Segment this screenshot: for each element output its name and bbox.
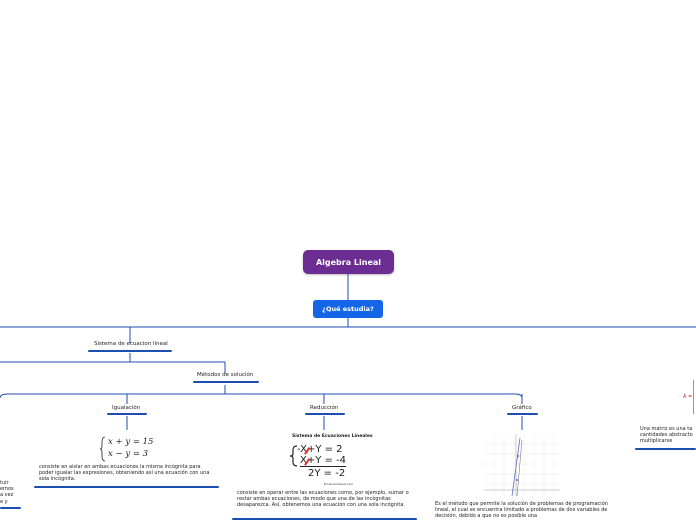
brace-icon — [99, 436, 106, 462]
igualacion-equation-image: x + y = 15 x − y = 3 — [99, 436, 160, 462]
igualacion-description: consiste en aislar en ambas ecuaciones l… — [39, 464, 210, 483]
left-fragment-underline — [0, 507, 21, 509]
igualacion-underline — [107, 413, 147, 415]
left-fragment-text: tuir emos a vez e y — [0, 480, 20, 505]
sum-line — [300, 466, 346, 467]
reduccion-node[interactable]: Reducción — [310, 405, 338, 411]
grafico-label: Gráfico — [512, 405, 532, 411]
question-label: ¿Qué estudia? — [322, 305, 374, 313]
grafico-node[interactable]: Gráfico — [512, 405, 532, 411]
reduccion-underline — [305, 413, 345, 415]
matrix-desc-underline — [635, 448, 696, 450]
igualacion-node[interactable]: Igualación — [112, 405, 140, 411]
left-fragment-line: tuir — [0, 480, 9, 486]
topic-systems-underline — [88, 350, 172, 352]
igualacion-desc-underline — [34, 486, 219, 488]
reduccion-image-title: Sistema de Ecuaciones Lineales — [292, 434, 373, 439]
methods-node[interactable]: Métodos de solución — [197, 372, 253, 378]
reduccion-label: Reducción — [310, 405, 339, 411]
igualacion-label: Igualación — [112, 405, 141, 411]
root-node[interactable]: Algebra Lineal — [303, 250, 394, 274]
left-fragment-line: a vez — [0, 492, 14, 499]
reduccion-eq3: 2Y = -2 — [308, 468, 346, 479]
reduccion-equation-image: Sistema de Ecuaciones Lineales -X+Y = 2 … — [288, 434, 373, 488]
igualacion-eq2: x − y = 3 — [108, 449, 149, 459]
reduccion-description: consiste en operar entre las ecuaciones … — [237, 490, 409, 509]
methods-label: Métodos de solución — [197, 372, 254, 378]
topic-systems-label: Sistema de ecuacion lineal — [94, 341, 168, 347]
grafico-underline — [507, 413, 538, 415]
left-fragment-line: e y — [0, 498, 8, 505]
reduccion-desc-underline — [232, 518, 417, 520]
question-node[interactable]: ¿Qué estudia? — [313, 300, 383, 318]
grafico-plot-image — [484, 434, 560, 497]
matrix-symbol: A = — [683, 394, 693, 400]
matrix-image: A = — [681, 376, 696, 420]
reduccion-eq1: -X+Y = 2 — [297, 444, 343, 455]
methods-branch-line — [0, 393, 523, 399]
reduccion-eq2: X+Y = -4 — [300, 455, 347, 466]
igualacion-eq1: x + y = 15 — [108, 437, 154, 447]
reduccion-image-credit: Ecuaciondeuel.com — [324, 482, 354, 486]
topic-systems-node[interactable]: Sistema de ecuacion lineal — [94, 341, 168, 347]
grafico-description: Es el método que permite la solución de … — [435, 501, 608, 520]
graph-plot — [484, 434, 560, 497]
matrix-bracket — [693, 380, 694, 414]
root-label: Algebra Lineal — [315, 257, 382, 267]
left-fragment-line: emos — [0, 486, 14, 493]
matrix-description: Una matriz es una ta cantidades abstract… — [640, 426, 693, 445]
brace-icon — [289, 445, 298, 467]
methods-underline — [193, 381, 259, 383]
